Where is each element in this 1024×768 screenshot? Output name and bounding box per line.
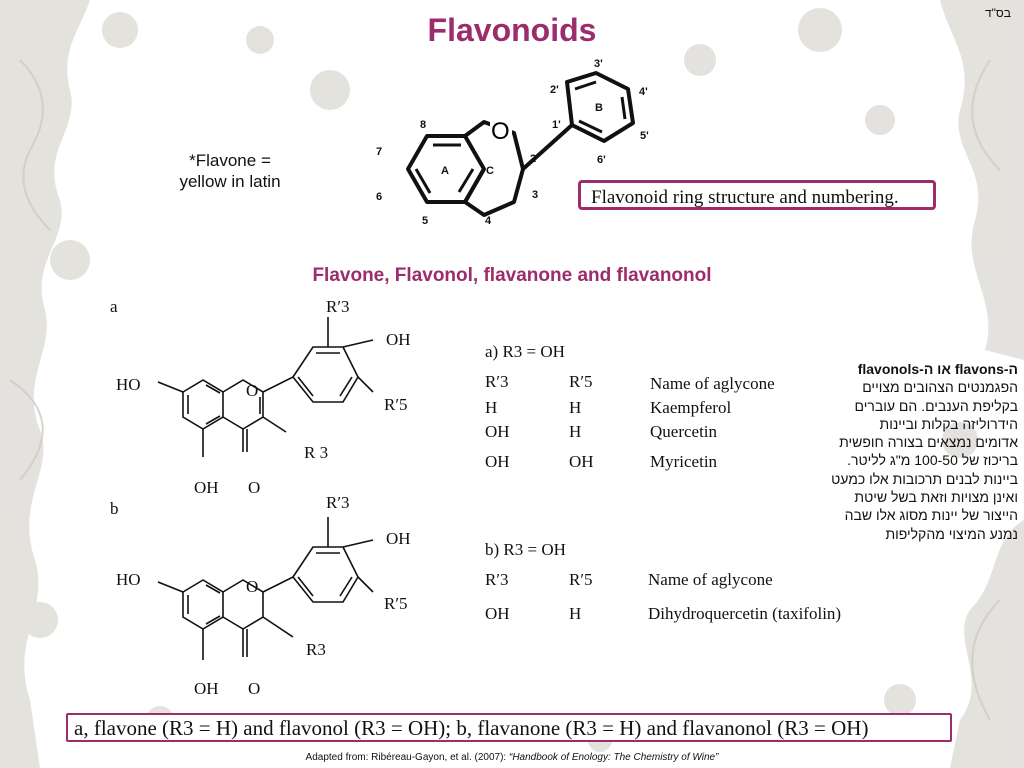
b-header-name: Name of aglycone <box>648 570 773 589</box>
b-OH-bottom: OH <box>194 679 219 698</box>
flavone-note: *Flavone = yellow in latin <box>150 150 310 192</box>
pos-6: 6 <box>376 191 382 203</box>
flavanone-structure-b: b R′3 OH HO O R′5 R3 OH O <box>110 493 411 698</box>
a-row1-name: Kaempferol <box>650 398 732 417</box>
pos-2p: 2' <box>550 84 559 96</box>
note-line-1: *Flavone = <box>189 151 271 170</box>
flavonoid-ring-diagram: O 8 7 6 5 4 3 2 1' 2' 3' 4' 5' 6' A C B <box>376 58 649 227</box>
citation-prefix: Adapted from: Ribéreau-Gayon, et al. (20… <box>305 752 509 763</box>
structures-panel <box>108 292 870 700</box>
a-R5p: R′5 <box>384 395 408 414</box>
a-R3: R 3 <box>304 443 328 462</box>
a-O-keto: O <box>248 478 260 497</box>
a-row3-r5p: OH <box>569 452 594 471</box>
ring-caption: Flavonoid ring structure and numbering. <box>578 180 936 210</box>
pos-8: 8 <box>420 119 426 131</box>
pos-5: 5 <box>422 215 428 227</box>
a-row3-name: Myricetin <box>650 452 718 471</box>
b-R5p: R′5 <box>384 594 408 613</box>
pos-4: 4 <box>485 215 492 227</box>
a-header-r5p: R′5 <box>569 372 593 391</box>
hebrew-line: ביינות לבנים תרכובות אלו כמעט <box>831 470 1018 487</box>
b-R3p: R′3 <box>326 493 350 512</box>
hebrew-line: נמנע המיצוי מהקליפות <box>885 525 1018 542</box>
table-b: b) R3 = OH R′3 R′5 Name of aglycone OH H… <box>485 538 865 628</box>
a-row2-r5p: H <box>569 422 582 441</box>
pos-3p: 3' <box>594 58 603 70</box>
flavone-structure-a: a R′3 OH HO O R′5 R 3 OH O <box>110 297 411 497</box>
pos-6p: 6' <box>597 154 606 166</box>
panel-a-label: a <box>110 297 118 316</box>
a-OH-top: OH <box>386 330 411 349</box>
page-title: Flavonoids <box>427 12 597 48</box>
a-condition: a) R3 = OH <box>485 342 565 361</box>
hebrew-line: הידרוליזה בקלות וביינות <box>879 415 1018 432</box>
section-subtitle: Flavone, Flavonol, flavanone and flavano… <box>312 265 712 286</box>
a-header-name: Name of aglycone <box>650 374 775 393</box>
b-condition: b) R3 = OH <box>485 540 566 559</box>
b-header-r3p: R′3 <box>485 570 509 589</box>
a-row3-r3p: OH <box>485 452 510 471</box>
bottom-caption: a, flavone (R3 = H) and flavonol (R3 = O… <box>66 713 952 742</box>
hebrew-heading: ה-flavons או ה-flavonols <box>857 361 1018 377</box>
a-HO: HO <box>116 375 141 394</box>
b-row1-name: Dihydroquercetin (taxifolin) <box>648 604 842 623</box>
hebrew-line: בקליפת הענבים. הם עוברים <box>854 397 1018 414</box>
corner-text: בס"ד <box>985 6 1011 20</box>
hebrew-line: הייצור של יינות מסוג אלו שבה <box>844 507 1018 524</box>
pos-2: 2 <box>530 153 536 165</box>
b-R3: R3 <box>306 640 326 659</box>
a-row2-r3p: OH <box>485 422 510 441</box>
b-row1-r5p: H <box>569 604 582 623</box>
pos-1p: 1' <box>552 119 561 131</box>
hebrew-line: הפגמנטים הצהובים מצויים <box>862 379 1018 396</box>
panel-b-label: b <box>110 499 119 518</box>
a-row1-r5p: H <box>569 398 582 417</box>
table-a: a) R3 = OH R′3 R′5 Name of aglycone H H … <box>485 340 805 480</box>
b-row1-r3p: OH <box>485 604 510 623</box>
a-row1-r3p: H <box>485 398 498 417</box>
b-OH-top: OH <box>386 529 411 548</box>
ring-label-c: C <box>486 165 494 177</box>
hebrew-line: אדומים נמצאים בצורה חופשית <box>839 434 1018 451</box>
citation-footer: Adapted from: Ribéreau-Gayon, et al. (20… <box>0 752 1024 763</box>
pos-5p: 5' <box>640 130 649 142</box>
pos-3: 3 <box>532 189 538 201</box>
b-header-r5p: R′5 <box>569 570 593 589</box>
ring-label-b: B <box>595 102 603 114</box>
a-R3p: R′3 <box>326 297 350 316</box>
a-header-r3p: R′3 <box>485 372 509 391</box>
b-O-ring: O <box>246 577 258 596</box>
ring-oxygen: O <box>491 118 510 145</box>
a-O-ring: O <box>246 381 258 400</box>
hebrew-explanation: ה-flavons או ה-flavonols הפגמנטים הצהובי… <box>788 360 1018 543</box>
b-HO: HO <box>116 570 141 589</box>
note-line-2: yellow in latin <box>179 172 281 191</box>
citation-book: “Handbook of Enology: The Chemistry of W… <box>509 752 719 763</box>
hebrew-line: ואינן מצויות וזאת בשל שיטת <box>854 489 1018 506</box>
a-OH-bottom: OH <box>194 478 219 497</box>
hebrew-line: בריכוז של 100-50 מ"ג לליטר. <box>847 452 1018 469</box>
pos-7: 7 <box>376 146 382 158</box>
pos-4p: 4' <box>639 86 648 98</box>
ring-label-a: A <box>441 165 449 177</box>
a-row2-name: Quercetin <box>650 422 718 441</box>
b-O-keto: O <box>248 679 260 698</box>
